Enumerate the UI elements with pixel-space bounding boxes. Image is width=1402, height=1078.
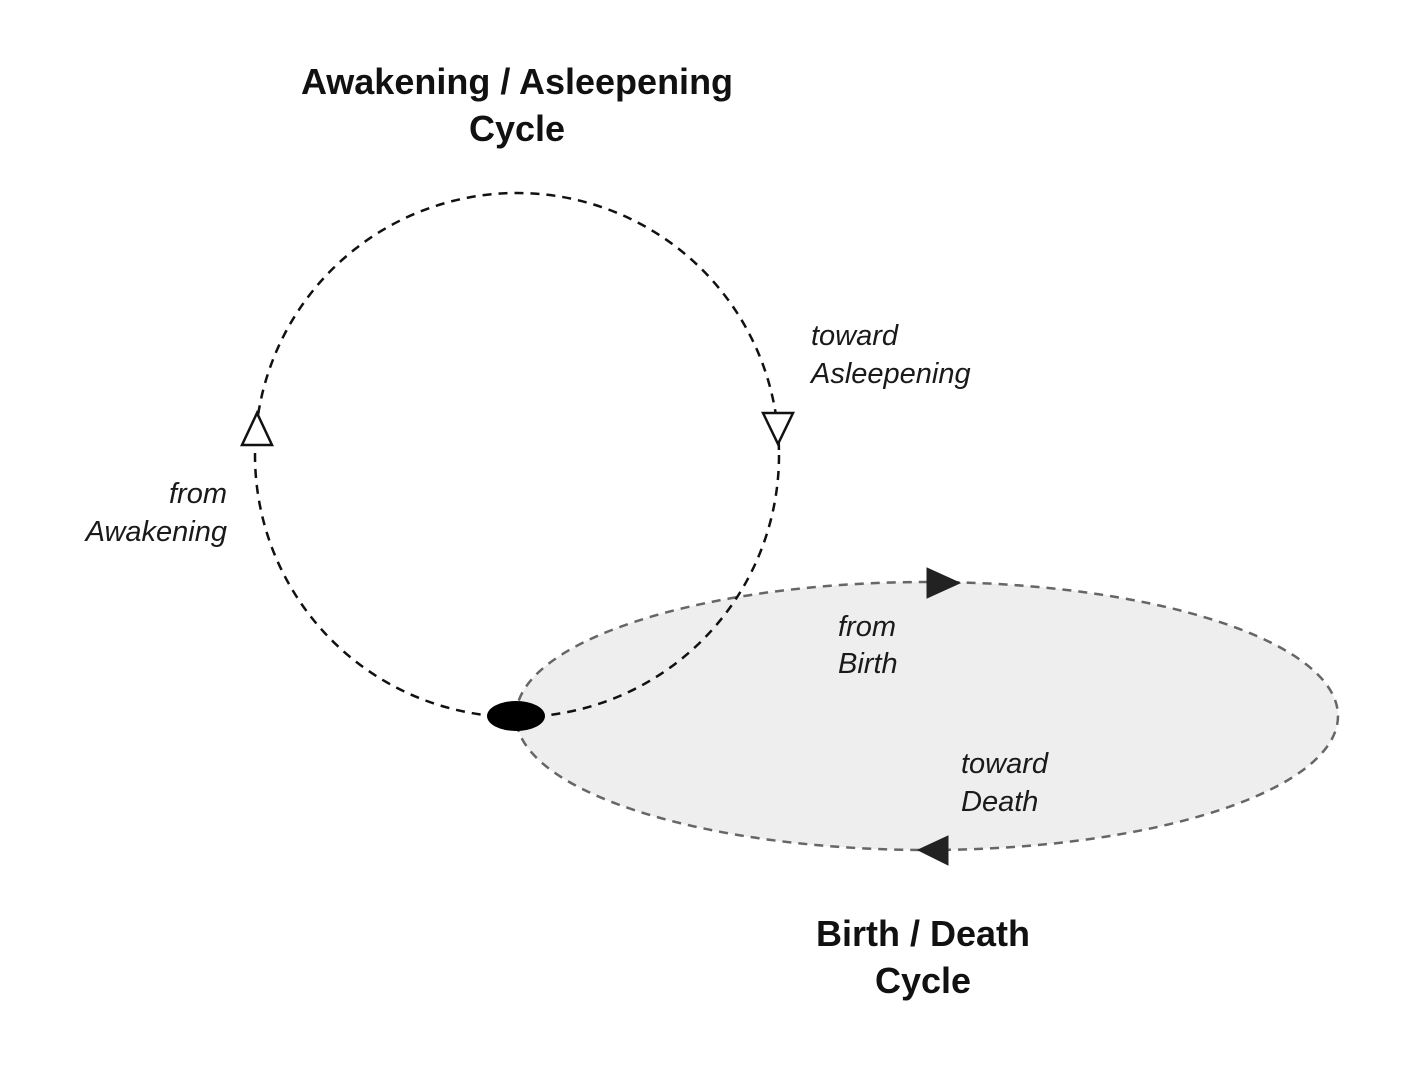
from-awakening-label-line2: Awakening	[84, 516, 227, 548]
black-ellipse-icon	[487, 701, 545, 731]
from-birth-label-line1: from	[838, 611, 896, 643]
from-awakening-label-line1: from	[169, 478, 227, 510]
toward-death-label-line2: Death	[961, 786, 1038, 818]
awakening-cycle-title-line1: Awakening / Asleepening	[301, 61, 733, 102]
birth-death-cycle-title-line2: Cycle	[875, 960, 971, 1001]
hollow-down-triangle-icon	[761, 411, 795, 447]
birth-death-ellipse	[514, 580, 1340, 852]
solid-left-triangle-icon	[916, 835, 949, 866]
toward-death-label-line1: toward	[961, 748, 1049, 780]
hollow-up-triangle-icon	[240, 410, 274, 447]
toward-asleepening-label-line2: Asleepening	[809, 358, 971, 390]
awakening-cycle-title-line2: Cycle	[469, 108, 565, 149]
birth-death-cycle-title-line1: Birth / Death	[816, 913, 1030, 954]
toward-asleepening-label-line1: toward	[811, 320, 899, 352]
solid-right-triangle-icon	[926, 567, 962, 599]
from-birth-label-line2: Birth	[838, 648, 898, 680]
awakening-asleepening-circle	[253, 191, 781, 719]
